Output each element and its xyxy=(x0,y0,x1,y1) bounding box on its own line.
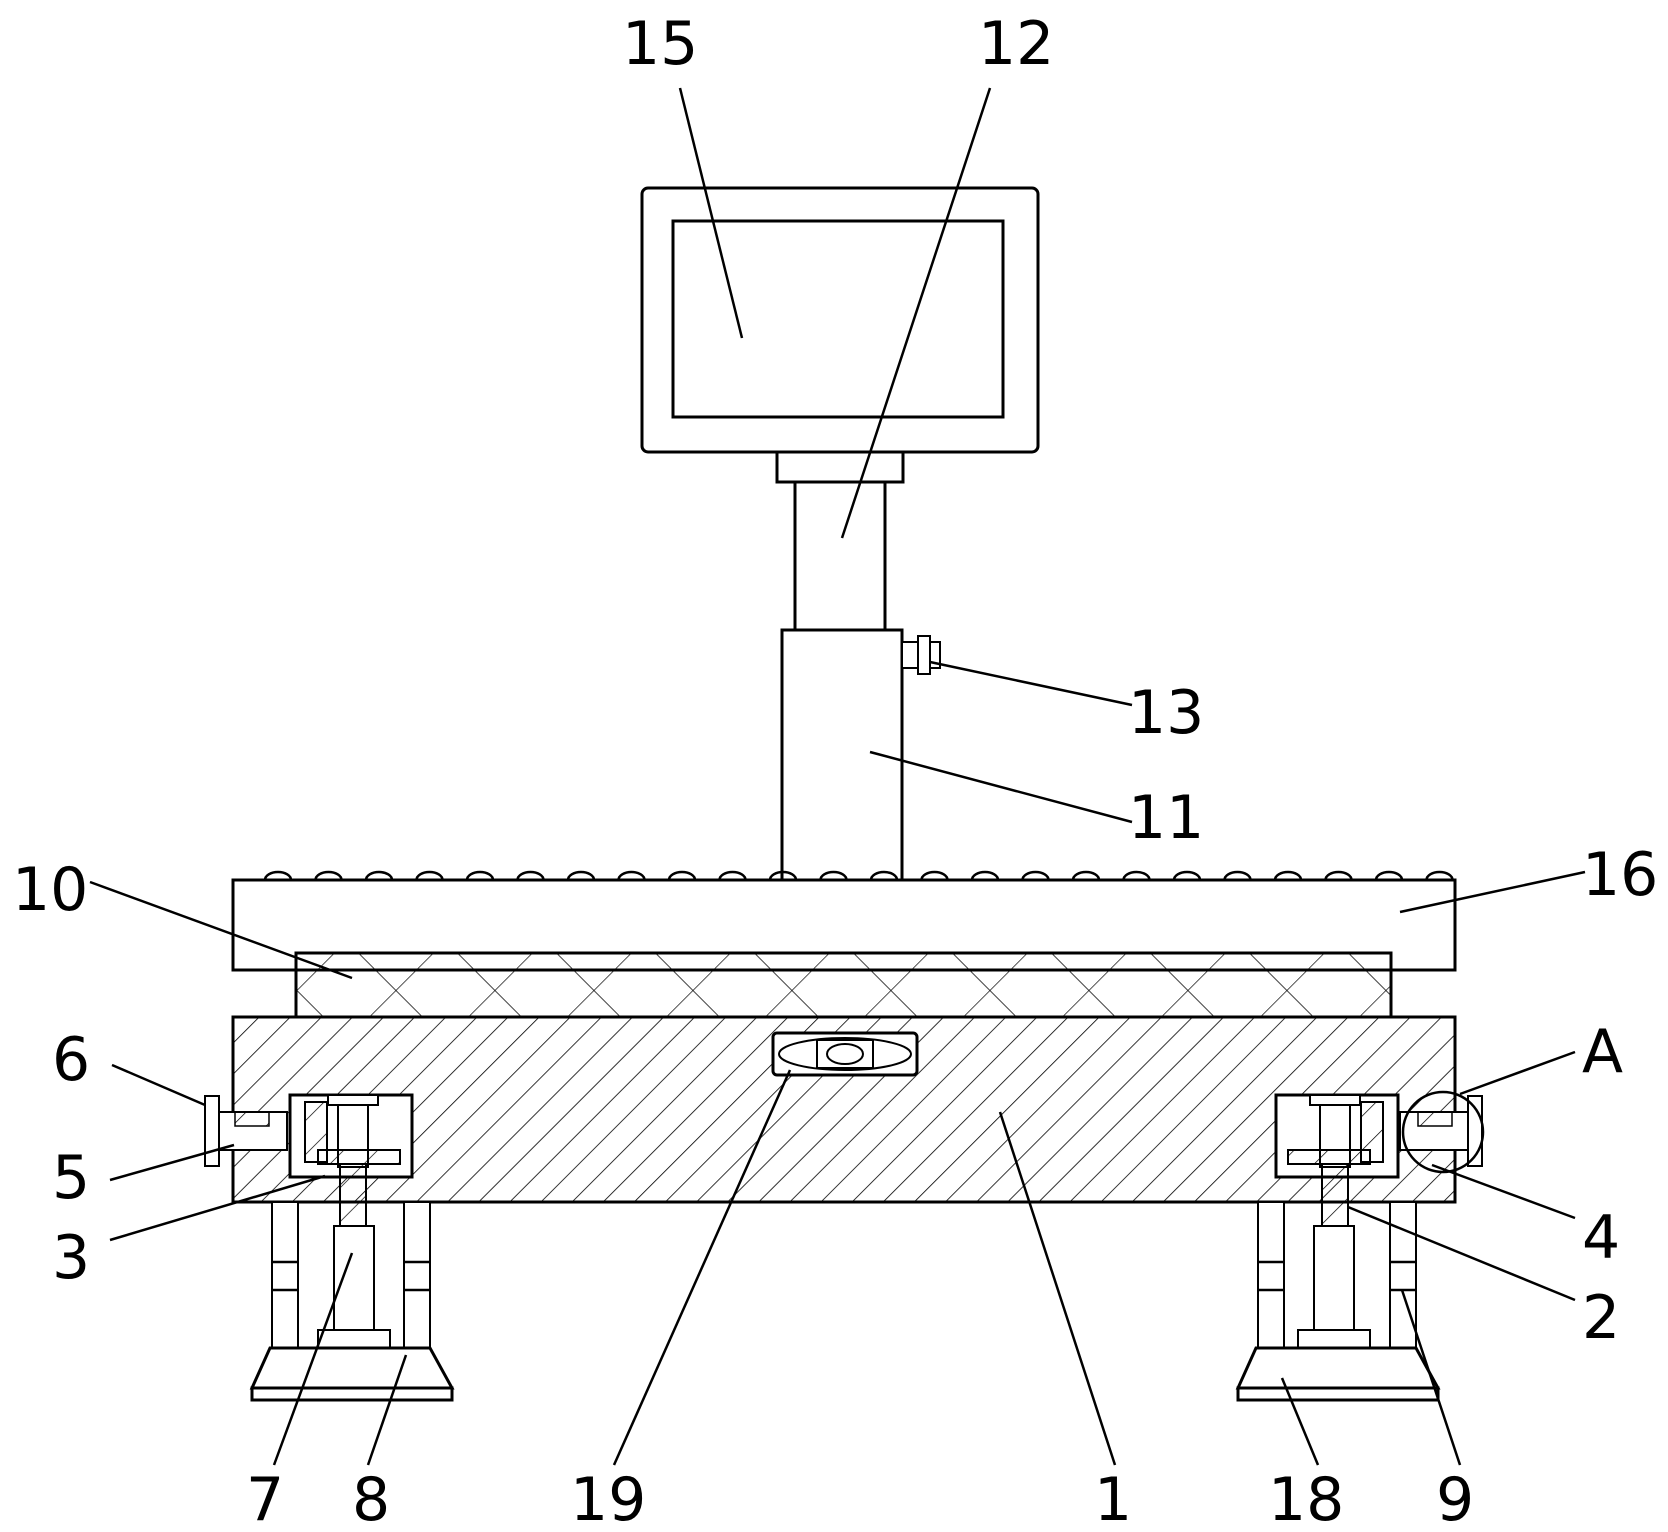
label-A: A xyxy=(1582,1017,1623,1087)
label-1: 1 xyxy=(1094,1465,1132,1532)
label-4: 4 xyxy=(1582,1203,1620,1273)
label-7: 7 xyxy=(246,1465,284,1532)
bump xyxy=(1223,870,1252,881)
bump xyxy=(364,870,394,881)
bump xyxy=(718,870,747,881)
anti-slip-bumps xyxy=(263,870,1454,881)
label-15: 15 xyxy=(622,9,698,79)
display-unit xyxy=(640,186,1040,484)
label-18: 18 xyxy=(1268,1465,1344,1532)
bump xyxy=(314,870,343,881)
bump xyxy=(1172,870,1202,881)
label-3: 3 xyxy=(52,1223,90,1293)
bump xyxy=(566,870,596,881)
bump xyxy=(1122,870,1151,881)
bump xyxy=(667,870,697,881)
bump xyxy=(1425,870,1454,881)
label-16: 16 xyxy=(1582,840,1658,910)
bump xyxy=(617,870,646,881)
bump xyxy=(819,870,848,881)
bump xyxy=(869,870,899,881)
lock-knob xyxy=(901,635,941,675)
label-13: 13 xyxy=(1128,678,1204,748)
bump xyxy=(516,870,545,881)
label-10: 10 xyxy=(12,855,88,925)
bump xyxy=(1324,870,1353,881)
bump xyxy=(970,870,1000,881)
label-2: 2 xyxy=(1582,1283,1620,1353)
label-5: 5 xyxy=(52,1143,90,1213)
label-12: 12 xyxy=(978,9,1054,79)
bump xyxy=(768,870,798,881)
bump xyxy=(1273,870,1303,881)
upper-post xyxy=(793,480,887,632)
label-6: 6 xyxy=(52,1025,90,1095)
bump xyxy=(1071,870,1101,881)
bump xyxy=(920,870,949,881)
bump xyxy=(263,870,293,881)
label-11: 11 xyxy=(1128,783,1204,853)
label-19: 19 xyxy=(570,1465,646,1532)
reference-labels: 15 12 13 11 10 16 6 A 5 4 3 2 7 8 19 1 1… xyxy=(12,9,1658,1532)
bump xyxy=(1374,870,1404,881)
label-9: 9 xyxy=(1436,1465,1474,1532)
bump xyxy=(415,870,444,881)
bump xyxy=(465,870,495,881)
spirit-level xyxy=(771,1031,919,1077)
label-8: 8 xyxy=(352,1465,390,1532)
left-adjust-assembly xyxy=(204,1093,455,1402)
leader-lines xyxy=(89,87,1586,1466)
right-adjust-assembly xyxy=(1235,1090,1485,1402)
cushion-layer xyxy=(294,951,1393,1019)
bump xyxy=(1021,870,1050,881)
